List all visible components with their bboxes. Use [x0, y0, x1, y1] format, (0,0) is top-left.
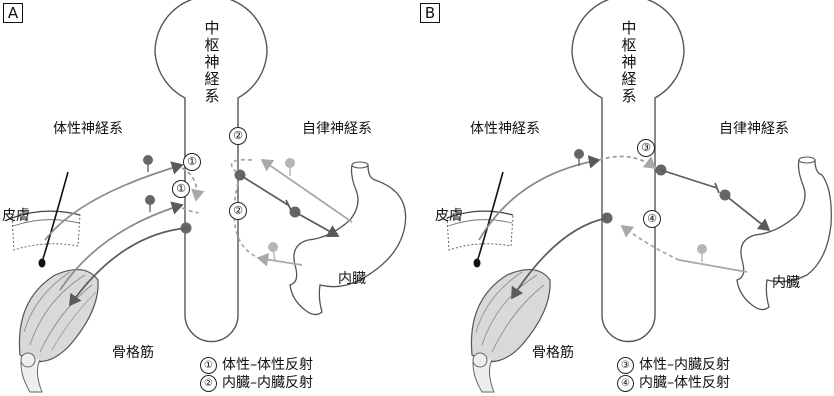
stomach-shape — [290, 162, 406, 315]
panel-b: B 中枢神経系 体性神経系 自律神経系 皮膚 骨格筋 内臓 ③ ④ ③ 体性–内臓… — [417, 0, 834, 396]
legend-item: ① 体性–体性反射 — [200, 356, 313, 374]
legend-num: ③ — [617, 357, 634, 374]
legend-num: ① — [200, 357, 217, 374]
autonomic-label: 自律神経系 — [302, 118, 372, 138]
reflex-marker-4: ④ — [643, 210, 661, 228]
somatic-label: 体性神経系 — [53, 118, 123, 138]
reflex-marker-2: ② — [229, 202, 247, 220]
legend-text: 内臓–内臓反射 — [222, 375, 313, 391]
legend-item: ④ 内臓–体性反射 — [617, 374, 730, 392]
cns-label: 中枢神経系 — [620, 20, 638, 105]
muscle-label: 骨格筋 — [112, 342, 154, 362]
panel-label: B — [420, 3, 440, 23]
reflex-marker-1: ① — [183, 153, 201, 171]
reflex-marker-1: ① — [172, 180, 190, 198]
muscle-shape — [19, 270, 98, 392]
viscera-label: 内臓 — [772, 272, 800, 292]
reflex-marker-2: ② — [229, 127, 247, 145]
legend-num: ② — [200, 375, 217, 392]
reflex-marker-3: ③ — [637, 139, 655, 157]
legend-item: ② 内臓–内臓反射 — [200, 374, 313, 392]
skin-label: 皮膚 — [435, 205, 463, 225]
legend-text: 体性–体性反射 — [222, 357, 313, 373]
autonomic-label: 自律神経系 — [719, 118, 789, 138]
skin-label: 皮膚 — [2, 205, 30, 225]
muscle-shape — [471, 270, 550, 392]
cns-label: 中枢神経系 — [203, 20, 221, 105]
legend-text: 体性–内臓反射 — [639, 357, 730, 373]
somatic-label: 体性神経系 — [470, 118, 540, 138]
legend-num: ④ — [617, 375, 634, 392]
viscera-label: 内臓 — [338, 268, 366, 288]
muscle-label: 骨格筋 — [532, 342, 574, 362]
legend-item: ③ 体性–内臓反射 — [617, 356, 730, 374]
legend-text: 内臓–体性反射 — [639, 375, 730, 391]
panel-label: A — [3, 3, 23, 23]
legend: ① 体性–体性反射 ② 内臓–内臓反射 — [200, 356, 313, 392]
legend: ③ 体性–内臓反射 ④ 内臓–体性反射 — [617, 356, 730, 392]
